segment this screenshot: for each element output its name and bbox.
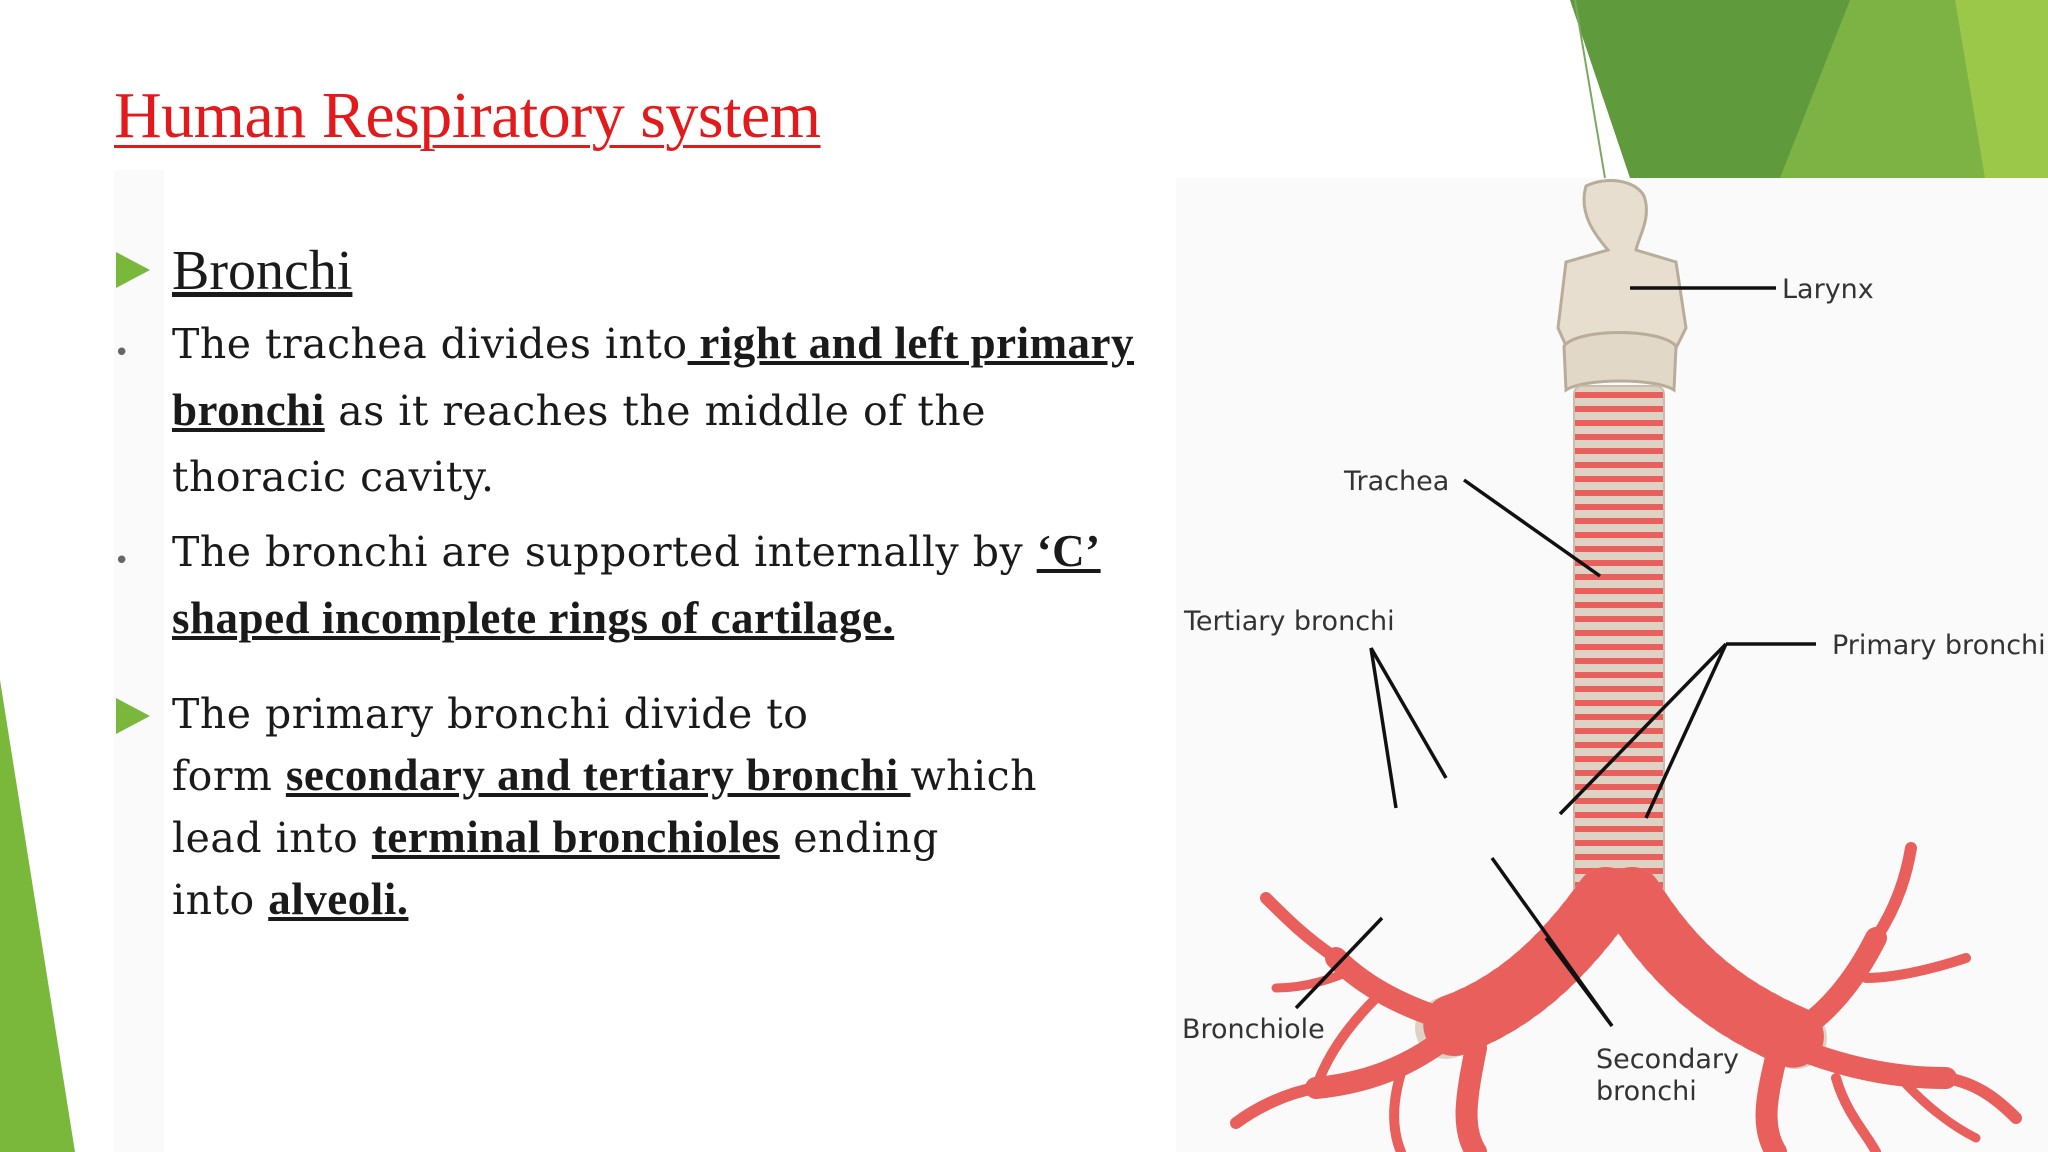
point3-emphasis-1: secondary and tertiary bronchi	[285, 750, 911, 800]
point2-emphasis: ‘C’ shaped incomplete rings of cartilage…	[172, 526, 1101, 643]
point3-emphasis-3: alveoli.	[268, 874, 409, 924]
bullet-point-3: The primary bronchi divide to form secon…	[114, 684, 1174, 931]
bullet-point-1: • The trachea divides into right and lef…	[114, 310, 1174, 510]
point3-line1: The primary bronchi divide to	[172, 690, 809, 738]
label-larynx: Larynx	[1782, 274, 1874, 305]
label-primary-bronchi: Primary bronchi	[1832, 630, 2046, 661]
point2-text: The bronchi are supported internally by	[172, 528, 1037, 576]
slide-title: Human Respiratory system	[114, 79, 821, 152]
label-tertiary-bronchi: Tertiary bronchi	[1183, 606, 1395, 637]
section-heading: Bronchi	[172, 240, 353, 302]
label-secondary-bronchi-line2: bronchi	[1596, 1076, 1697, 1107]
point3-line4: into alveoli.	[172, 869, 1174, 931]
point3-line2: form secondary and tertiary bronchi whic…	[172, 745, 1174, 807]
label-secondary-bronchi-line1: Secondary	[1596, 1044, 1739, 1075]
point1-emphasis: right and left primary bronchi	[172, 318, 1135, 435]
point3-text: ending	[779, 814, 939, 862]
bullet-heading: Bronchi	[114, 238, 1174, 304]
point3-text: lead into	[172, 814, 372, 862]
dot-bullet-icon: •	[114, 546, 130, 576]
bronchi-tree	[1230, 842, 2022, 1152]
bullet-point-2: • The bronchi are supported internally b…	[114, 518, 1174, 652]
arrow-bullet-icon	[116, 698, 150, 734]
slide-content: Bronchi • The trachea divides into right…	[114, 238, 1174, 931]
larynx-shape	[1556, 179, 1688, 393]
respiratory-diagram: Larynx Trachea Tertiary bronchi Primary …	[1176, 178, 2048, 1152]
label-bronchiole: Bronchiole	[1182, 1014, 1325, 1045]
dot-bullet-icon: •	[114, 338, 130, 368]
label-leader-lines	[1294, 286, 1816, 1028]
label-trachea: Trachea	[1343, 466, 1449, 497]
point1-rest: as it reaches the middle of the thoracic…	[172, 387, 987, 501]
point3-emphasis-2: terminal bronchioles	[371, 812, 780, 862]
point1-text: The trachea divides into	[172, 320, 688, 368]
point3-text: into	[172, 876, 269, 924]
point3-text: form	[172, 752, 286, 800]
trachea-shape	[1573, 385, 1665, 933]
point3-line3: lead into terminal bronchioles ending	[172, 807, 1174, 869]
point3-text: which	[910, 752, 1038, 800]
arrow-bullet-icon	[116, 252, 150, 288]
